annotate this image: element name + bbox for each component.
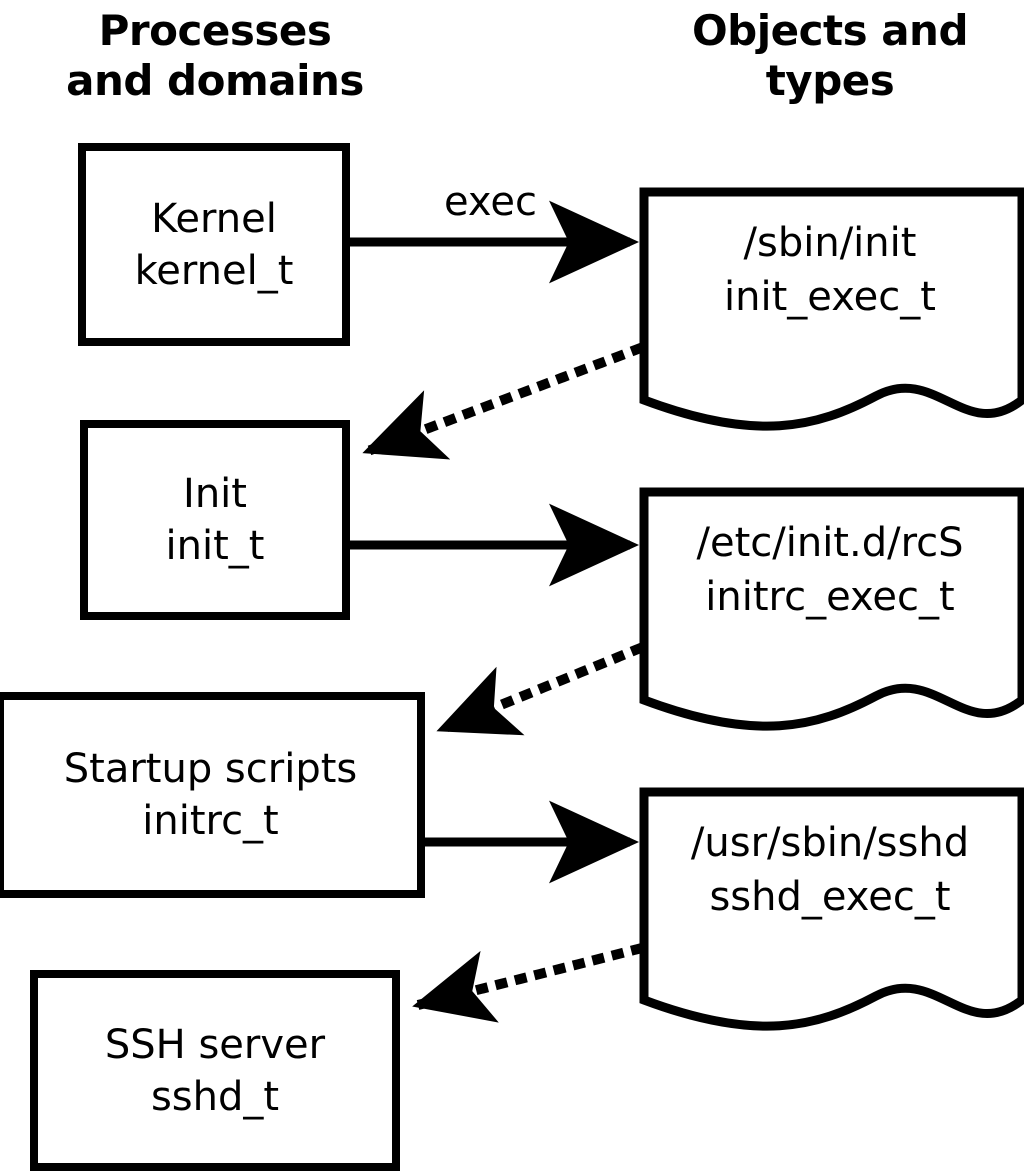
process-box-ssh-server-name: SSH server bbox=[104, 1021, 326, 1068]
object-shape-init-exec[interactable]: /sbin/init init_exec_t bbox=[636, 184, 1024, 434]
process-box-init-type: init_t bbox=[165, 523, 265, 569]
process-box-kernel-type: kernel_t bbox=[134, 247, 294, 294]
edge-transition-init-exec-to-init bbox=[361, 342, 645, 460]
document-glyph bbox=[639, 487, 1024, 731]
process-box-init[interactable]: Init init_t bbox=[80, 420, 350, 620]
process-box-ssh-server[interactable]: SSH server sshd_t bbox=[30, 970, 400, 1171]
edge-transition-sshd-exec-to-sshd bbox=[411, 942, 645, 1023]
process-box-kernel[interactable]: Kernel kernel_t bbox=[78, 143, 350, 346]
column-header-processes: Processes and domains bbox=[66, 6, 364, 105]
process-box-startup-scripts-name: Startup scripts bbox=[63, 746, 358, 792]
process-box-startup-scripts-type: initrc_t bbox=[142, 798, 279, 844]
column-header-objects: Objects and types bbox=[691, 6, 969, 105]
process-box-ssh-server-type: sshd_t bbox=[150, 1073, 280, 1120]
object-shape-sshd-exec[interactable]: /usr/sbin/sshd sshd_exec_t bbox=[636, 784, 1024, 1034]
process-box-kernel-name: Kernel bbox=[151, 195, 277, 242]
edge-label-exec: exec bbox=[444, 179, 537, 225]
object-shape-initrc-exec[interactable]: /etc/init.d/rcS initrc_exec_t bbox=[636, 484, 1024, 734]
edge-transition-initrc-exec-to-initrc bbox=[435, 642, 645, 736]
process-box-startup-scripts[interactable]: Startup scripts initrc_t bbox=[0, 692, 425, 898]
document-glyph bbox=[639, 187, 1024, 431]
document-glyph bbox=[639, 787, 1024, 1031]
process-box-init-name: Init bbox=[183, 471, 247, 517]
